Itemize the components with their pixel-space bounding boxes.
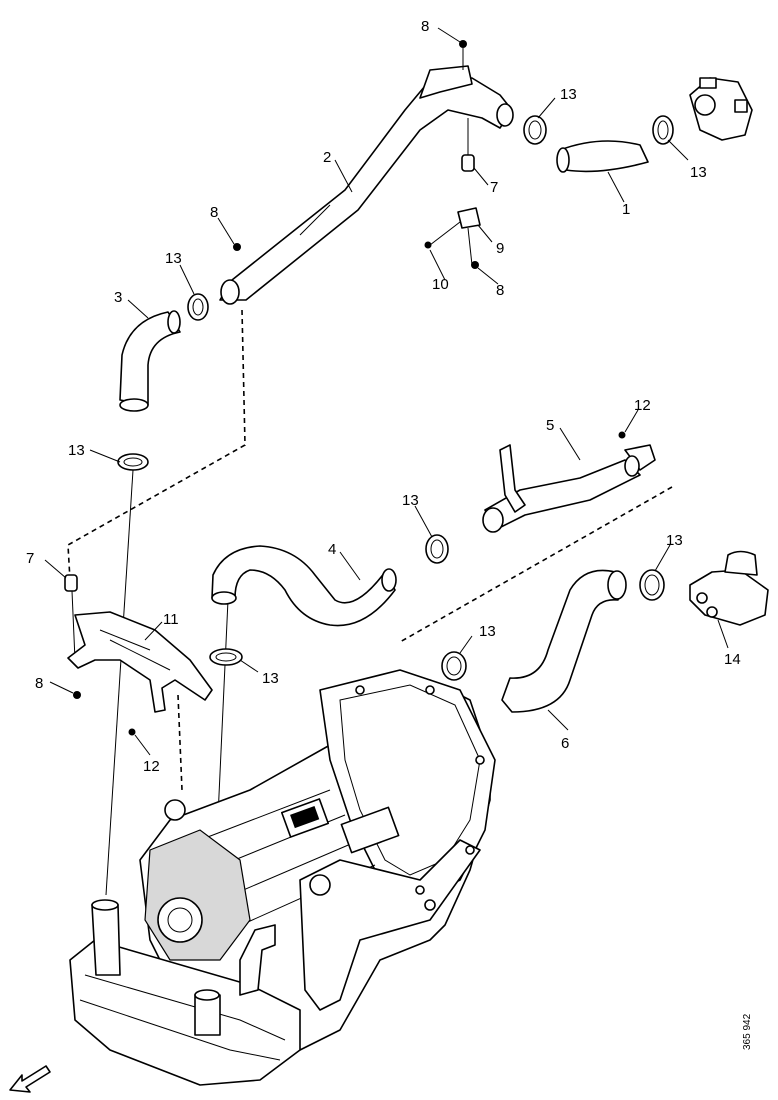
callout-8-lower: 8: [35, 675, 43, 692]
callout-6: 6: [561, 735, 569, 752]
clamp-13-d: [117, 453, 149, 471]
clamp-13-b: [652, 115, 674, 145]
callout-13-thermostat: 13: [666, 532, 683, 549]
callout-4: 4: [328, 541, 336, 558]
hose-6: [501, 569, 627, 713]
callout-12-upper: 12: [634, 397, 651, 414]
hose-4: [211, 545, 397, 627]
callout-2: 2: [323, 149, 331, 166]
clamp-13-h: [441, 651, 467, 681]
callout-8-mid: 8: [210, 204, 218, 221]
reference-number-text: 365 942: [742, 1013, 753, 1050]
clamp-13-a: [523, 115, 547, 145]
fitting-7-lower: [64, 574, 78, 592]
clamp-13-e: [425, 534, 449, 564]
callout-13-pipe5: 13: [402, 492, 419, 509]
drawing-reference-number: 365 942: [742, 1014, 778, 1100]
callout-7-lower: 7: [26, 550, 34, 567]
direction-arrow-icon: [9, 1065, 51, 1093]
hose-3: [119, 310, 181, 412]
callout-13-hose6: 13: [479, 623, 496, 640]
bracket-9: [457, 207, 481, 229]
callout-9: 9: [496, 240, 504, 257]
callout-11: 11: [163, 611, 179, 628]
clamp-13-c: [187, 293, 209, 321]
callout-labels: 8 13 2 7 13 1 8 9 13 3 10 8 12 13 5 13 7…: [26, 18, 741, 775]
fitting-7-upper: [461, 154, 475, 172]
thermostat-housing-14: [689, 550, 769, 626]
callout-7-upper: 7: [490, 179, 498, 196]
valve-part: [689, 77, 753, 141]
clamp-13-g: [639, 569, 665, 601]
leader-lines: [44, 27, 729, 756]
callout-8-right: 8: [496, 282, 504, 299]
callout-5: 5: [546, 417, 554, 434]
pipe-2: [219, 65, 514, 305]
callout-14: 14: [724, 651, 741, 668]
callout-8-top: 8: [421, 18, 429, 35]
callout-12-lower: 12: [143, 758, 160, 775]
callout-10: 10: [432, 276, 449, 293]
clamp-13-f: [209, 648, 243, 666]
pipe-5: [482, 444, 656, 533]
callout-3: 3: [114, 289, 122, 306]
hose-1: [556, 140, 649, 173]
callout-13-hose4: 13: [262, 670, 279, 687]
callout-13-left: 13: [165, 250, 182, 267]
callout-13-hose3: 13: [68, 442, 85, 459]
transmission-assembly: [69, 669, 496, 1086]
bracket-11: [67, 611, 213, 713]
callout-1: 1: [622, 201, 630, 218]
callout-13-valve: 13: [690, 164, 707, 181]
callout-13-upper: 13: [560, 86, 577, 103]
